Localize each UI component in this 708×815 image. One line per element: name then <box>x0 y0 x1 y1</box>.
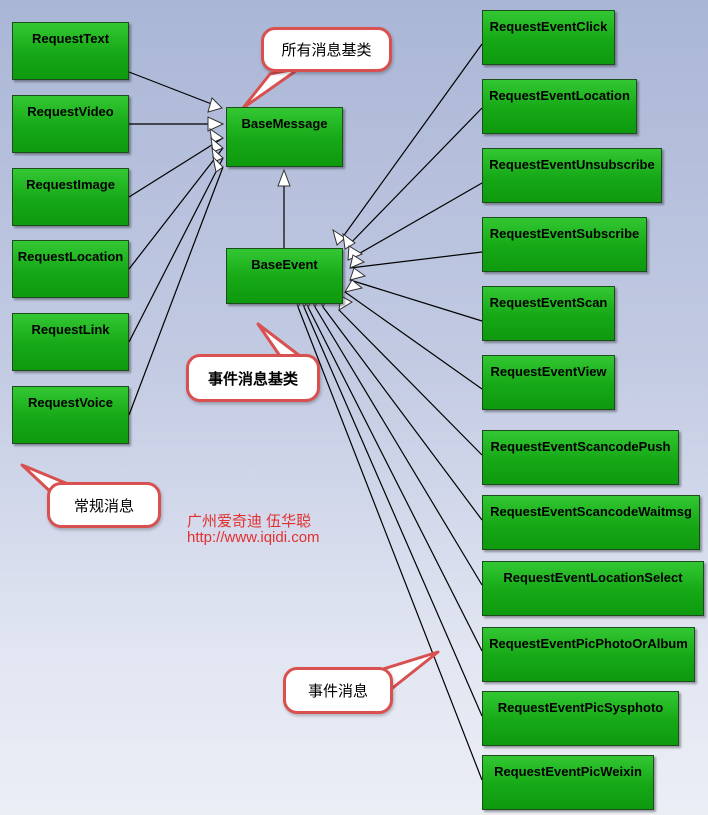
inheritance-edge <box>336 43 483 246</box>
inheritance-edge <box>128 137 224 198</box>
callout-text: 事件消息 <box>307 683 368 700</box>
node-request-event-pic-photo-or-album[interactable]: RequestEventPicPhotoOrAlbum <box>482 627 695 682</box>
inheritance-arrowhead <box>342 232 356 250</box>
callout-event-base-message: 事件消息基类 <box>186 354 320 402</box>
callout-text: 所有消息基类 <box>281 42 372 59</box>
node-label: RequestEventLocationSelect <box>503 570 683 585</box>
inheritance-arrowhead <box>349 254 366 269</box>
callout-tail <box>241 66 302 110</box>
callout-regular-messages: 常规消息 <box>47 482 161 528</box>
node-request-voice[interactable]: RequestVoice <box>12 386 129 444</box>
inheritance-edge <box>307 306 483 652</box>
node-base-message[interactable]: BaseMessage <box>226 107 343 167</box>
node-request-event-scancode-waitmsg[interactable]: RequestEventScancodeWaitmsg <box>482 495 700 550</box>
inheritance-edge <box>303 306 483 717</box>
node-label: RequestEventPicWeixin <box>494 764 642 779</box>
node-request-event-pic-sysphoto[interactable]: RequestEventPicSysphoto <box>482 691 679 746</box>
node-label: RequestEventPicSysphoto <box>497 700 664 715</box>
node-request-event-click[interactable]: RequestEventClick <box>482 10 615 65</box>
callout-tail <box>256 322 302 358</box>
node-label: RequestEventLocation <box>489 88 630 103</box>
inheritance-edge <box>314 306 483 586</box>
node-request-event-scan[interactable]: RequestEventScan <box>482 286 615 341</box>
node-label: RequestVideo <box>27 104 114 119</box>
node-label: RequestEventSubscribe <box>489 226 640 241</box>
inheritance-edge <box>128 157 224 343</box>
node-label: RequestVoice <box>27 395 113 410</box>
inheritance-edge <box>349 251 483 269</box>
node-label: RequestText <box>31 31 110 46</box>
node-label: RequestEventUnsubscribe <box>489 157 655 172</box>
node-request-image[interactable]: RequestImage <box>12 168 129 226</box>
inheritance-edge <box>344 291 483 390</box>
inheritance-arrowhead <box>210 136 224 153</box>
callout-all-base-messages: 所有消息基类 <box>261 27 392 72</box>
author-credit: 广州爱奇迪 伍华聪 <box>187 513 312 530</box>
callout-text: 事件消息基类 <box>207 370 298 388</box>
node-request-video[interactable]: RequestVideo <box>12 95 129 153</box>
node-label: BaseEvent <box>251 257 318 272</box>
inheritance-arrowhead <box>212 155 224 173</box>
node-request-event-location-select[interactable]: RequestEventLocationSelect <box>482 561 704 616</box>
inheritance-edge <box>322 306 483 521</box>
inheritance-arrowhead <box>349 267 367 281</box>
inheritance-edge <box>347 182 483 261</box>
node-request-event-pic-weixin[interactable]: RequestEventPicWeixin <box>482 755 654 810</box>
inheritance-edge <box>297 306 483 781</box>
node-label: RequestEventPicPhotoOrAlbum <box>489 636 688 651</box>
node-label: RequestLocation <box>17 249 124 264</box>
node-label: RequestEventClick <box>489 19 608 34</box>
node-label: RequestEventView <box>490 364 607 379</box>
node-request-event-location[interactable]: RequestEventLocation <box>482 79 637 134</box>
inheritance-arrowhead <box>277 168 291 187</box>
inheritance-edge <box>128 147 224 270</box>
node-label: RequestEventScancodePush <box>490 439 671 454</box>
inheritance-arrowhead <box>343 279 364 293</box>
node-request-text[interactable]: RequestText <box>12 22 129 80</box>
inheritance-edge <box>128 166 224 416</box>
inheritance-arrowhead <box>207 97 223 113</box>
node-label: RequestEventScan <box>489 295 608 310</box>
inheritance-arrowhead <box>332 228 346 246</box>
node-label: RequestEventScancodeWaitmsg <box>490 504 692 519</box>
node-base-event[interactable]: BaseEvent <box>226 248 343 304</box>
author-website: http://www.iqidi.com <box>187 529 320 546</box>
inheritance-arrowhead <box>207 116 225 132</box>
node-request-event-scancode-push[interactable]: RequestEventScancodePush <box>482 430 679 485</box>
callout-event-messages: 事件消息 <box>283 667 393 714</box>
inheritance-edge <box>128 71 223 109</box>
node-request-event-unsubscribe[interactable]: RequestEventUnsubscribe <box>482 148 662 203</box>
node-request-link[interactable]: RequestLink <box>12 313 129 371</box>
node-request-event-subscribe[interactable]: RequestEventSubscribe <box>482 217 647 272</box>
inheritance-edge <box>344 107 483 250</box>
node-label: RequestLink <box>31 322 110 337</box>
inheritance-edge <box>349 279 483 322</box>
node-request-event-view[interactable]: RequestEventView <box>482 355 615 410</box>
node-label: BaseMessage <box>241 116 328 131</box>
callout-text: 常规消息 <box>73 497 134 515</box>
node-label: RequestImage <box>26 177 115 192</box>
node-request-location[interactable]: RequestLocation <box>12 240 129 298</box>
inheritance-edge <box>338 309 483 456</box>
